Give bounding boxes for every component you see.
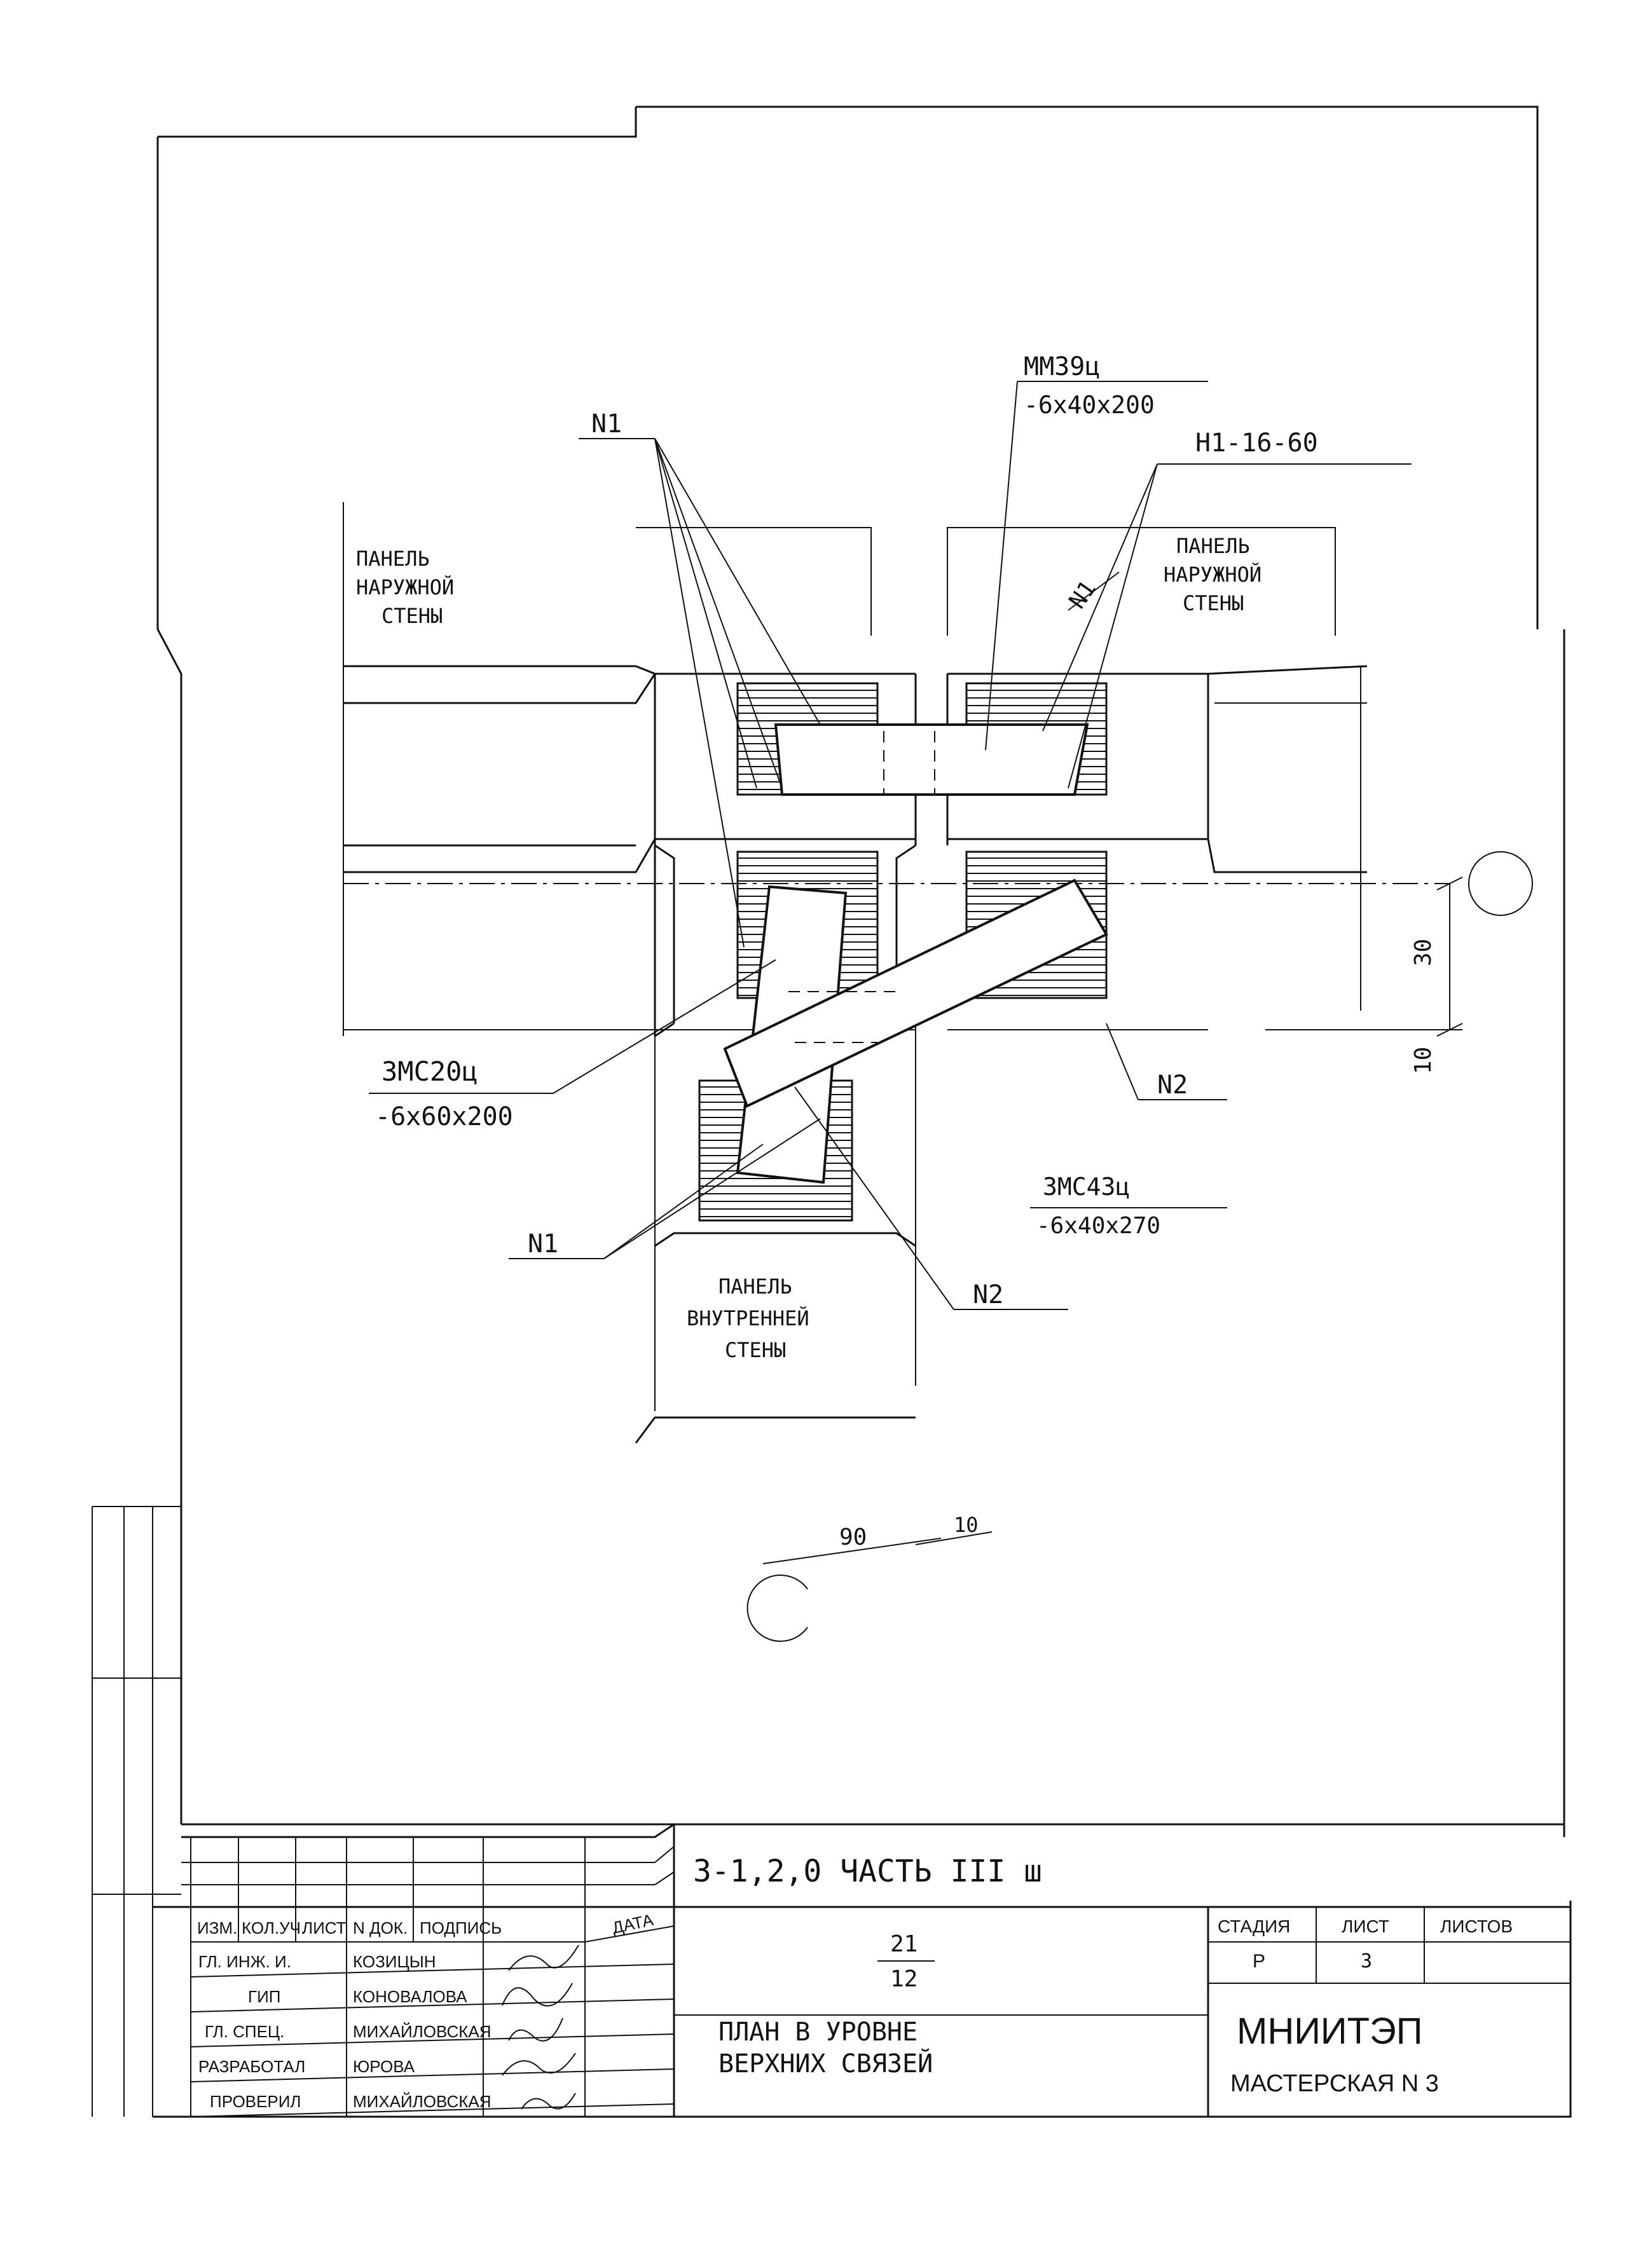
label-h1: Н1-16-60: [1195, 428, 1318, 458]
name-razrabotal: ЮРОВА: [353, 2057, 415, 2076]
sheet-title-line1: ПЛАН В УРОВНЕ: [718, 2018, 918, 2047]
label-3mc43-size: -6x40x270: [1036, 1213, 1160, 1239]
label-n2-right: N2: [1157, 1070, 1188, 1100]
title-block: 3-1,2,0 ЧАСТЬ III ш ИЗМ. КОЛ.УЧ. ЛИСТ N …: [153, 1823, 1572, 2118]
project-title: 3-1,2,0 ЧАСТЬ III ш: [693, 1854, 1042, 1889]
sheet-label: ЛИСТ: [1342, 1916, 1389, 1936]
role-proveril: ПРОВЕРИЛ: [210, 2092, 301, 2111]
stage-label: СТАДИЯ: [1218, 1916, 1290, 1936]
dimensions: [746, 851, 1533, 1642]
stage-value: Р: [1253, 1951, 1265, 1972]
axis-bubble-right: [1468, 851, 1533, 916]
panel-left-line3: СТЕНЫ: [382, 604, 443, 628]
header-kol: КОЛ.УЧ.: [242, 1918, 305, 1937]
header-data: ДАТА: [610, 1910, 656, 1937]
org-name: МНИИТЭП: [1237, 2011, 1422, 2052]
label-n1-top: N1: [591, 409, 622, 439]
panel-bottom-line3: СТЕНЫ: [725, 1338, 786, 1362]
name-proveril: МИХАЙЛОВСКАЯ: [353, 2092, 492, 2111]
sheet-frame: [156, 106, 1565, 1837]
header-izm: ИЗМ.: [197, 1918, 237, 1937]
label-mm39-size: -6x40x200: [1024, 391, 1155, 419]
wall-panels: [343, 502, 1450, 1444]
role-gl-inzh: ГЛ. ИНЖ. И.: [198, 1952, 291, 1971]
dim-90: 90: [839, 1524, 867, 1550]
name-gl-spec: МИХАЙЛОВСКАЯ: [353, 2022, 492, 2041]
sheet-value: 3: [1361, 1950, 1372, 1972]
panel-left-line1: ПАНЕЛЬ: [356, 547, 430, 571]
sheet-code-top: 21: [890, 1931, 918, 1957]
left-margin-strips: [92, 1506, 181, 2117]
leader-lines: [369, 381, 1412, 1310]
workshop-name: МАСТЕРСКАЯ N 3: [1230, 2070, 1439, 2097]
plates: [723, 723, 1108, 1184]
header-list: ЛИСТ: [302, 1918, 347, 1937]
header-ndok: N ДОК.: [353, 1918, 408, 1937]
role-gip: ГИП: [248, 1987, 280, 2006]
label-3mc43: ЗМС43ц: [1043, 1173, 1130, 1201]
panel-right-line2: НАРУЖНОЙ: [1164, 563, 1261, 587]
label-n2-bottom: N2: [973, 1280, 1003, 1309]
sheet-code-bottom: 12: [890, 1966, 918, 1992]
dim-10: 10: [1410, 1047, 1436, 1074]
sheets-label: ЛИСТОВ: [1440, 1916, 1513, 1936]
name-gl-inzh: КОЗИЦЫН: [353, 1952, 436, 1971]
role-gl-spec: ГЛ. СПЕЦ.: [205, 2022, 284, 2041]
panel-left-line2: НАРУЖНОЙ: [356, 575, 454, 599]
panel-right-line1: ПАНЕЛЬ: [1176, 534, 1250, 558]
signatures: [502, 1944, 579, 2110]
label-3mc20: ЗМС20ц: [382, 1056, 478, 1087]
header-podpis: ПОДПИСЬ: [420, 1918, 502, 1937]
panel-bottom-line1: ПАНЕЛЬ: [718, 1274, 792, 1299]
label-n1-bottom: N1: [528, 1229, 558, 1259]
panel-right-line3: СТЕНЫ: [1183, 591, 1244, 615]
plate-mm39: [774, 723, 1089, 796]
plate-3mc43: [723, 878, 1108, 1108]
role-razrabotal: РАЗРАБОТАЛ: [198, 2057, 305, 2076]
name-gip: КОНОВАЛОВА: [353, 1987, 467, 2006]
drawing-labels: N1 ММ39ц -6x40x200 Н1-16-60 ПАНЕЛЬ НАРУЖ…: [356, 352, 1436, 1550]
axis-bubble-bottom: [746, 1575, 808, 1642]
label-mm39: ММ39ц: [1024, 352, 1100, 381]
dim-30: 30: [1410, 939, 1436, 966]
label-3mc20-size: -6x60x200: [375, 1102, 513, 1131]
panel-bottom-line2: ВНУТРЕННЕЙ: [687, 1306, 809, 1330]
dim-10b: 10: [954, 1513, 979, 1537]
sheet-title-line2: ВЕРХНИХ СВЯЗЕЙ: [718, 2048, 933, 2079]
